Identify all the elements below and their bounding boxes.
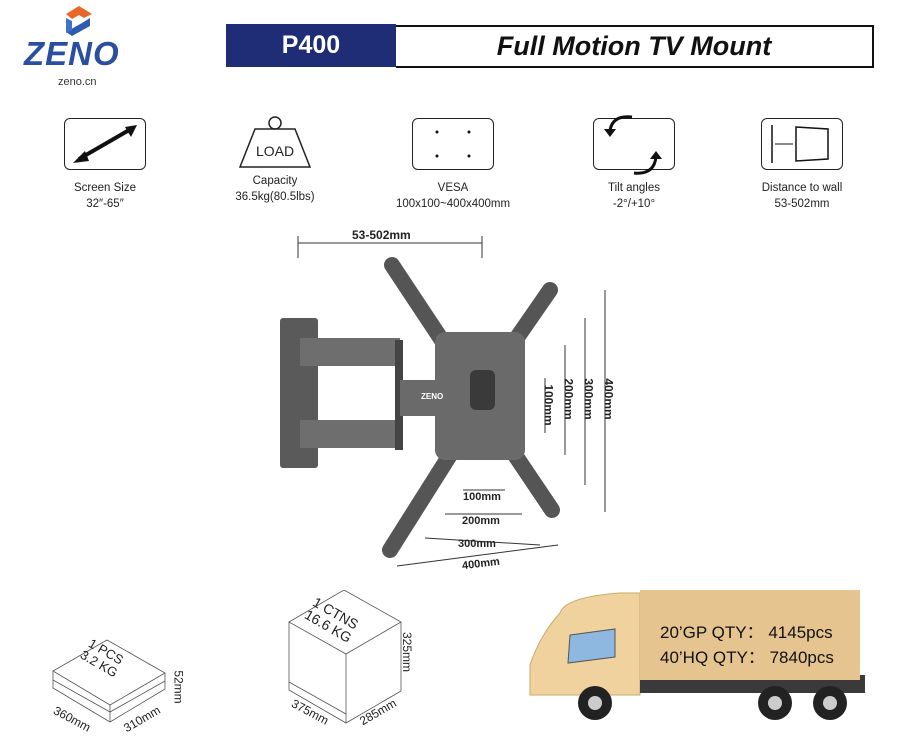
spec-capacity: LOAD Capacity 36.5kg(80.5lbs) xyxy=(200,113,350,203)
shipping-quantity-panel: 20’GP QTY： 4145pcs 40’HQ QTY： 7840pcs xyxy=(640,590,860,680)
qty-20gp: 20’GP QTY： 4145pcs xyxy=(660,623,833,642)
horizontal-dim-200: 200mm xyxy=(462,515,500,527)
spec-label: Distance to wall xyxy=(761,182,843,194)
spec-tilt: Tilt angles -2°/+10° xyxy=(559,115,709,210)
spec-distance: Distance to wall 53-502mm xyxy=(727,118,877,210)
spec-value: 100x100~400x400mm xyxy=(395,198,511,210)
horizontal-dim-300: 300mm xyxy=(458,538,496,550)
spec-vesa: VESA 100x100~400x400mm xyxy=(378,118,528,210)
load-text: LOAD xyxy=(255,143,295,159)
spec-value: 36.5kg(80.5lbs) xyxy=(235,191,315,203)
vertical-dim-300: 300mm xyxy=(581,378,596,420)
vesa-holes-icon xyxy=(412,118,494,170)
wall-distance-icon xyxy=(761,118,843,170)
spec-label: Capacity xyxy=(252,175,298,187)
diagonal-arrow-icon xyxy=(64,118,146,170)
spec-label: Tilt angles xyxy=(608,182,660,194)
tv-mount-diagram xyxy=(280,236,606,567)
tilt-arrows-icon xyxy=(593,115,675,175)
brand-url: zeno.cn xyxy=(58,76,97,88)
spec-screen-size: Screen Size 32″-65″ xyxy=(30,118,180,210)
product-title: Full Motion TV Mount xyxy=(396,25,874,68)
load-weight-icon: LOAD xyxy=(235,113,315,169)
spec-value: -2°/+10° xyxy=(612,198,656,210)
package-height: 52mm xyxy=(171,670,186,704)
package-boxes-drawing xyxy=(52,590,402,724)
wall-plate xyxy=(280,318,440,468)
zeno-logo-mark-icon xyxy=(66,6,92,36)
spec-value: 53-502mm xyxy=(774,198,830,210)
vertical-dim-100: 100mm xyxy=(541,384,556,426)
spec-label: VESA xyxy=(437,182,469,194)
vertical-dim-200: 200mm xyxy=(561,378,576,420)
plate-logo: ZENO xyxy=(421,392,444,401)
brand-name: ZENO xyxy=(24,35,120,72)
horizontal-dim-100: 100mm xyxy=(463,491,501,503)
carton-height: 325mm xyxy=(400,631,415,673)
vertical-dim-400: 400mm xyxy=(601,378,616,420)
model-label: P400 xyxy=(226,24,396,67)
extension-dimension: 53-502mm xyxy=(352,228,411,242)
spec-label: Screen Size xyxy=(73,182,136,194)
spec-value: 32″-65″ xyxy=(86,198,124,210)
qty-40hq: 40’HQ QTY： 7840pcs xyxy=(660,648,834,667)
